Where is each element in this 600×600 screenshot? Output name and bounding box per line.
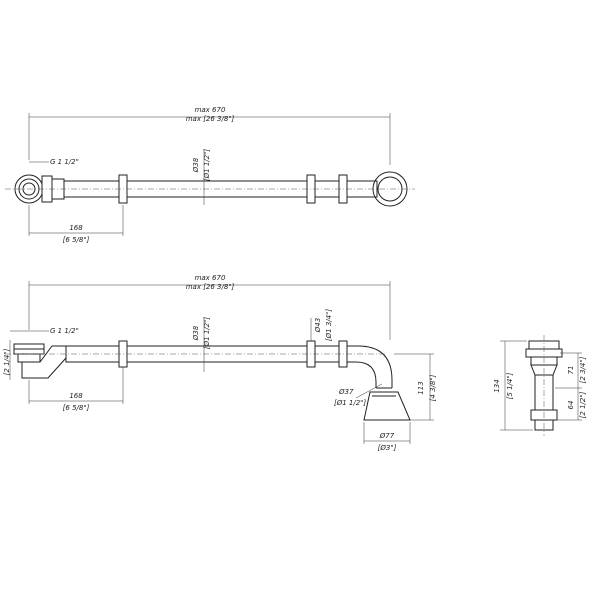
top-overall-dim: max 670 <box>195 106 226 114</box>
front-elbow-dia-inch: [Ø1 1/2"] <box>334 399 366 407</box>
front-pipe-dia-inch: [Ø1 1/2"] <box>203 317 211 349</box>
front-offset-dim-inch: [6 5/8"] <box>63 404 90 412</box>
front-elbow-dia: Ø37 <box>338 388 354 396</box>
front-offset-dim: 168 <box>69 392 83 400</box>
side-height-dim: 134 <box>493 379 501 392</box>
front-elbow-dia-leader <box>355 383 383 399</box>
top-pipe-dia: Ø38 <box>192 157 200 173</box>
front-inlet-body <box>17 353 41 363</box>
front-overall-dim-inch: max [26 3/8"] <box>186 283 235 291</box>
front-drop-dim: 113 <box>417 381 425 394</box>
side-lower-dim: 64 <box>567 401 575 410</box>
top-offset-dim: 168 <box>69 224 83 232</box>
top-pipe-dia-inch: [Ø1 1/2"] <box>203 149 211 181</box>
front-flange-dia: Ø77 <box>379 432 395 440</box>
front-elbow-inner <box>347 361 377 388</box>
front-drop-dim-inch: [4 3/8"] <box>429 374 437 401</box>
front-sleeve-dia-inch: [Ø1 3/4"] <box>325 309 333 341</box>
front-sleeve-dia: Ø43 <box>314 318 322 333</box>
front-overall-dim: max 670 <box>195 274 226 282</box>
side-view: 134 [5 1/4"] 71 [2 3/4"] 64 [2 1/2"] <box>493 335 587 436</box>
side-lower-dim-inch: [2 1/2"] <box>579 391 587 418</box>
side-upper-dim: 71 <box>567 366 575 375</box>
top-thread-label: G 1 1/2" <box>50 158 79 166</box>
top-offset-dim-inch: [6 5/8"] <box>63 236 90 244</box>
front-pipe-dia: Ø38 <box>192 325 200 341</box>
side-upper-dim-inch: [2 3/4"] <box>579 356 587 383</box>
front-flange-dia-inch: [Ø3"] <box>378 444 397 452</box>
top-view: max 670 max [26 3/8"] G 1 1/2" Ø38 [Ø1 1… <box>5 106 415 244</box>
top-overall-dim-inch: max [26 3/8"] <box>186 115 235 123</box>
front-thread-label: G 1 1/2" <box>50 327 79 335</box>
side-height-dim-inch: [5 1/4"] <box>506 372 514 399</box>
front-view: max 670 max [26 3/8"] G 1 1/2" [2 1/4"] … <box>3 274 437 452</box>
front-elbow-outer <box>347 345 393 388</box>
front-left-height-inch: [2 1/4"] <box>3 348 11 375</box>
